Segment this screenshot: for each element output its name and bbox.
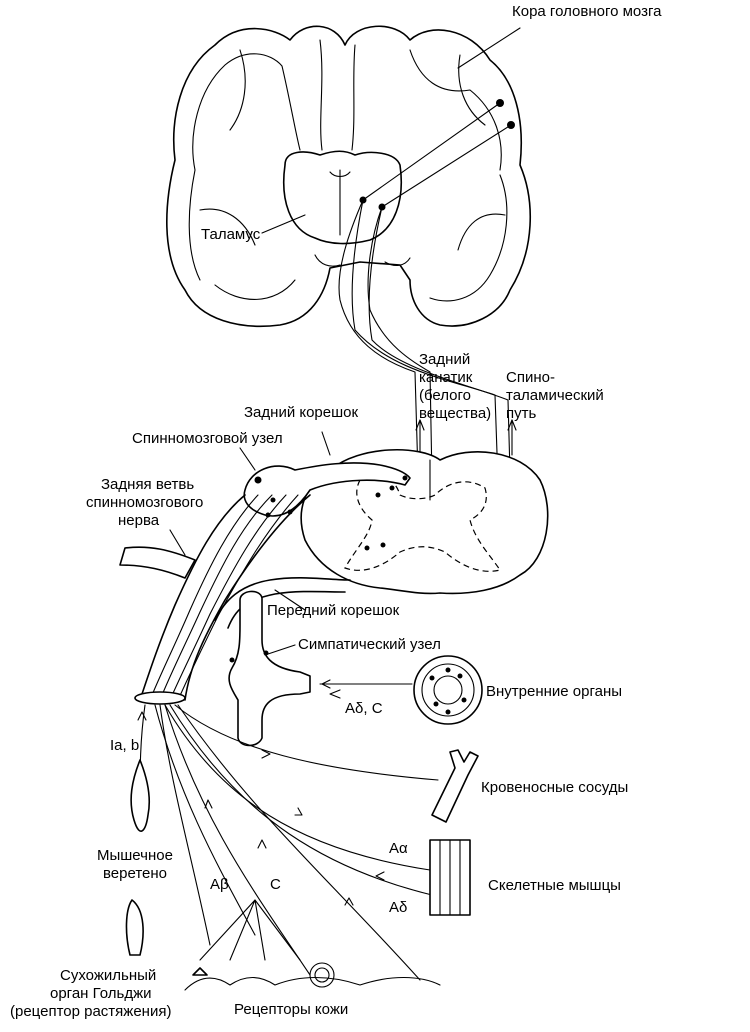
skeletal-muscle — [429, 839, 471, 916]
visceral-path — [319, 655, 483, 725]
label-spinothalamic-2: таламический — [506, 387, 604, 404]
dorsal-root — [243, 462, 411, 551]
label-sympathetic-ganglion: Симпатический узел — [298, 636, 441, 653]
label-internal-organs: Внутренние органы — [486, 683, 622, 700]
label-fibers-visceral: Aδ, C — [345, 700, 383, 717]
cord-neuron-5 — [402, 475, 408, 481]
label-fibers-ia-b: Ia, b — [110, 737, 139, 754]
ganglion-neuron-1 — [254, 476, 262, 484]
cord-neuron-3 — [380, 542, 386, 548]
label-dorsal-root: Задний корешок — [244, 404, 358, 421]
pointer-lines — [169, 431, 331, 656]
skin-receptors — [184, 899, 441, 991]
nerve-cross-section — [134, 691, 186, 705]
label-spinal-ganglion: Спинномозговой узел — [132, 430, 283, 447]
label-spinothalamic-3: путь — [506, 405, 536, 422]
label-dorsal-branch-3: нерва — [118, 512, 160, 529]
label-fiber-a-beta: Aβ — [210, 876, 229, 893]
label-dorsal-branch-2: спинномозгового — [86, 494, 203, 511]
cortex-pointer — [457, 27, 521, 69]
label-thalamus: Таламус — [201, 226, 261, 243]
label-dorsal-column-2: канатик — [419, 369, 473, 386]
sympathetic-neuron-2 — [229, 657, 235, 663]
peripheral-fibers — [137, 704, 439, 981]
label-ventral-root: Передний корешок — [267, 602, 400, 619]
label-dorsal-column-1: Задний — [419, 351, 470, 368]
thalamus-pointer — [261, 214, 306, 234]
label-cortex: Кора головного мозга — [512, 3, 662, 20]
cord-neuron-2 — [375, 492, 381, 498]
label-skin-receptors: Рецепторы кожи — [234, 1001, 348, 1018]
ganglion-neuron-4 — [265, 512, 271, 518]
ascending-tracts — [338, 102, 517, 546]
brain-outline — [166, 25, 532, 328]
label-fiber-c: C — [270, 876, 281, 893]
ganglion-neuron-2 — [270, 497, 276, 503]
label-blood-vessels: Кровеносные сосуды — [481, 779, 628, 796]
sympathetic-ganglion-structure — [228, 590, 311, 747]
golgi-organ — [125, 899, 144, 956]
blood-vessel — [431, 749, 479, 823]
spinal-nerve-bundle — [119, 494, 311, 705]
label-golgi-1: Сухожильный — [60, 967, 156, 984]
muscle-spindle — [130, 759, 151, 832]
cord-neuron-1 — [389, 485, 395, 491]
label-dorsal-branch-1: Задняя ветвь — [101, 476, 194, 493]
label-spinothalamic-1: Спино- — [506, 369, 555, 386]
cord-neuron-4 — [364, 545, 370, 551]
label-fiber-a-delta: Aδ — [389, 899, 407, 916]
label-dorsal-column-4: вещества) — [419, 405, 491, 422]
label-skeletal-muscles: Скелетные мышцы — [488, 877, 621, 894]
label-dorsal-column-3: (белого — [419, 387, 471, 404]
label-fiber-a-alpha: Aα — [389, 840, 408, 857]
thalamus — [283, 150, 402, 245]
label-golgi-2: орган Гольджи — [50, 985, 151, 1002]
label-muscle-spindle-1: Мышечное — [97, 847, 173, 864]
label-muscle-spindle-2: веретено — [103, 865, 167, 882]
label-golgi-3: (рецептор растяжения) — [10, 1003, 171, 1020]
ventral-root — [214, 576, 351, 629]
internal-organ — [413, 655, 483, 725]
spinal-cord — [300, 448, 549, 595]
